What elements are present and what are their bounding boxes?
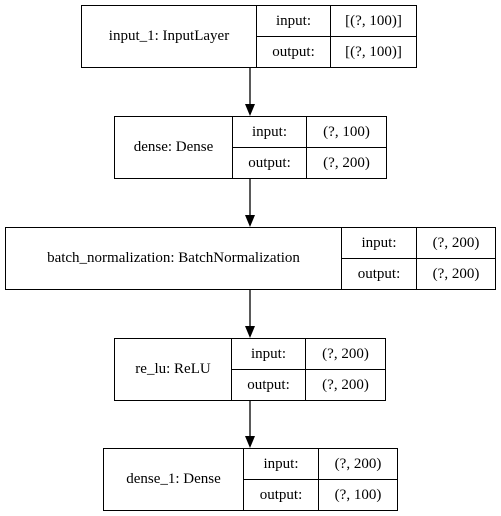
node-io-table: input: (?, 200) output: (?, 100) — [244, 449, 397, 510]
output-row: output: (?, 100) — [244, 479, 397, 510]
output-row: output: (?, 200) — [232, 369, 385, 400]
output-label: output: — [232, 370, 306, 400]
input-row: input: [(?, 100)] — [257, 6, 416, 36]
output-shape: (?, 200) — [322, 376, 369, 393]
output-row: output: (?, 200) — [342, 258, 495, 289]
output-label: output: — [257, 37, 331, 67]
edge-input1-to-dense — [245, 68, 255, 116]
node-re-lu: re_lu: ReLU input: (?, 200) output: (?, … — [114, 338, 386, 401]
input-shape: (?, 100) — [323, 123, 370, 140]
output-shape: (?, 100) — [334, 486, 382, 503]
arrowhead-icon — [245, 104, 255, 116]
node-io-table: input: (?, 200) output: (?, 200) — [232, 339, 385, 400]
node-io-table: input: [(?, 100)] output: [(?, 100)] — [257, 6, 416, 67]
node-dense-1: dense_1: Dense input: (?, 200) output: (… — [103, 448, 398, 511]
output-label: output: — [342, 259, 417, 289]
input-label: input: — [342, 228, 417, 258]
edge-relu-to-dense1 — [245, 401, 255, 448]
node-io-table: input: (?, 200) output: (?, 200) — [342, 228, 495, 289]
arrowhead-icon — [245, 326, 255, 338]
output-shape: [(?, 100)] — [345, 43, 402, 60]
output-row: output: [(?, 100)] — [257, 36, 416, 67]
node-input-1: input_1: InputLayer input: [(?, 100)] ou… — [81, 5, 417, 68]
input-label: input: — [232, 339, 306, 369]
input-row: input: (?, 200) — [244, 449, 397, 479]
node-name: dense_1: Dense — [104, 449, 244, 510]
output-shape: (?, 200) — [432, 265, 480, 282]
input-row: input: (?, 200) — [232, 339, 385, 369]
arrowhead-icon — [245, 215, 255, 227]
input-label: input: — [233, 117, 307, 147]
arrowhead-icon — [245, 436, 255, 448]
input-label: input: — [244, 449, 319, 479]
input-row: input: (?, 200) — [342, 228, 495, 258]
output-label: output: — [244, 480, 319, 510]
node-name: re_lu: ReLU — [115, 339, 232, 400]
edge-dense-to-batchnorm — [245, 179, 255, 227]
node-name: dense: Dense — [115, 117, 233, 178]
input-shape: (?, 200) — [432, 234, 480, 251]
output-label: output: — [233, 148, 307, 178]
edge-batchnorm-to-relu — [245, 290, 255, 338]
node-name: batch_normalization: BatchNormalization — [6, 228, 342, 289]
node-batch-normalization: batch_normalization: BatchNormalization … — [5, 227, 496, 290]
output-shape: (?, 200) — [323, 154, 370, 171]
input-shape: (?, 200) — [322, 345, 369, 362]
node-dense: dense: Dense input: (?, 100) output: (?,… — [114, 116, 387, 179]
output-row: output: (?, 200) — [233, 147, 386, 178]
input-row: input: (?, 100) — [233, 117, 386, 147]
input-shape: [(?, 100)] — [345, 12, 402, 29]
node-io-table: input: (?, 100) output: (?, 200) — [233, 117, 386, 178]
input-shape: (?, 200) — [334, 455, 382, 472]
node-name: input_1: InputLayer — [82, 6, 257, 67]
input-label: input: — [257, 6, 331, 36]
